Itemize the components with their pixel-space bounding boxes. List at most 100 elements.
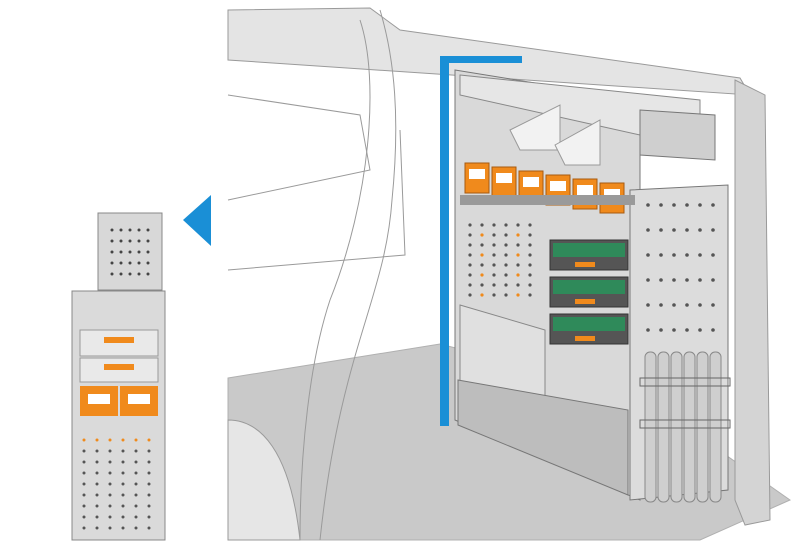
case-latch [575,299,595,304]
panel-hole [108,449,112,453]
preview-holes [82,228,151,530]
panel-hole [147,482,151,486]
panel-hole [146,239,150,243]
previous-arrow[interactable] [183,195,211,246]
panel-hole [646,278,650,282]
panel-hole [504,223,508,227]
storage-tube [709,351,722,503]
panel-hole [659,278,663,282]
panel-hole [528,243,532,247]
van-roof [227,7,751,96]
panel-hole [121,504,125,508]
panel-hole [137,250,141,254]
panel-hole [480,283,484,287]
module-preview[interactable] [71,212,166,541]
panel-hole [147,515,151,519]
panel-hole [468,253,472,257]
panel-hole [492,253,496,257]
panel-hole [685,303,689,307]
panel-hole [504,263,508,267]
panel-hole [119,272,123,276]
storage-tube [644,351,657,503]
van-right-pillar [734,79,771,526]
bin-label [469,169,485,179]
panel-hole [516,253,520,257]
panel-hole [95,482,99,486]
panel-hole [128,272,132,276]
roller-base [457,379,629,496]
panel-hole [480,273,484,277]
panel-hole [672,203,676,207]
panel-hole [82,482,86,486]
storage-tube [657,351,670,503]
panel-hole [516,243,520,247]
tube-bracket [639,419,731,429]
panel-hole [137,239,141,243]
panel-hole [659,328,663,332]
storage-tube [696,351,709,503]
orange-handle [104,337,134,343]
panel-hole [504,293,508,297]
panel-hole [468,283,472,287]
panel-hole [685,228,689,232]
panel-hole [110,239,114,243]
panel-hole [646,253,650,257]
panel-hole [659,203,663,207]
panel-hole [698,228,702,232]
panel-hole [146,250,150,254]
panel-hole [146,272,150,276]
bin-label [604,189,620,199]
case-lid [553,280,625,294]
panel-hole [528,273,532,277]
panel-hole [108,515,112,519]
bin-label [550,181,566,191]
panel-hole [516,293,520,297]
panel-hole [146,261,150,265]
panel-hole [82,460,86,464]
panel-hole [121,438,125,442]
panel-hole [516,233,520,237]
panel-hole [672,328,676,332]
panel-hole [82,493,86,497]
panel-hole [492,243,496,247]
panel-hole [468,263,472,267]
divider [554,119,601,166]
panel-hole [95,504,99,508]
panel-hole [108,482,112,486]
panel-hole [95,526,99,530]
partition-highlight [440,56,522,426]
panel-hole [134,526,138,530]
panel-hole [672,253,676,257]
tube-holders [639,351,731,503]
panel-hole [468,293,472,297]
bin-label [523,177,539,187]
bin-label [88,394,110,404]
panel-hole [147,504,151,508]
panel-hole [698,328,702,332]
shelving-unit[interactable] [454,69,731,503]
panel-hole [504,253,508,257]
perforated-panel [468,203,715,382]
panel-hole [95,438,99,442]
storage-tube [670,351,683,503]
panel-hole [685,328,689,332]
panel-hole [492,283,496,287]
case-lid [553,317,625,331]
panel-hole [121,493,125,497]
panel-hole [134,471,138,475]
panel-hole [134,504,138,508]
panel-hole [516,223,520,227]
panel-hole [646,303,650,307]
panel-hole [516,273,520,277]
panel-hole [711,228,715,232]
panel-hole [528,233,532,237]
panel-hole [147,460,151,464]
panel-hole [468,273,472,277]
panel-hole [128,261,132,265]
panel-hole [146,228,150,232]
panel-hole [121,460,125,464]
panel-hole [147,526,151,530]
bin-label [496,173,512,183]
panel-hole [134,515,138,519]
panel-hole [711,278,715,282]
